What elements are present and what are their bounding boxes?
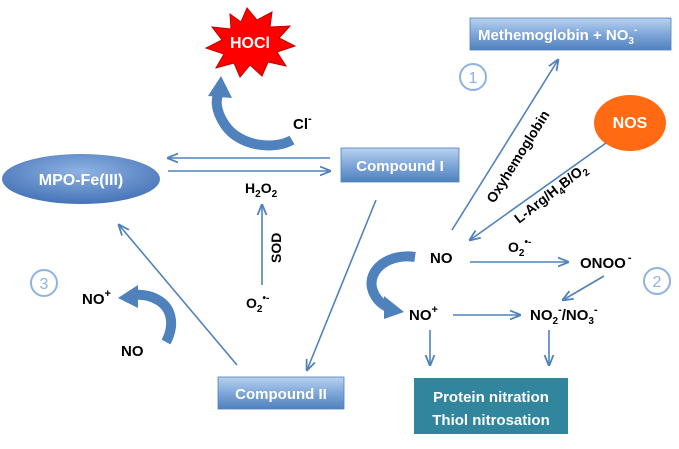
pathway-1-marker: 1 [459,63,487,91]
o2-left-sup: •- [262,293,269,304]
compound1-box: Compound I [340,147,460,183]
nos-label: NOS [613,115,648,132]
nos-node: NOS [594,95,666,151]
compound2-label: Compound II [235,386,327,403]
noplus-left-sup: + [105,288,111,300]
hocl-label: HOCl [230,35,270,52]
svg-text:H2O2: H2O2 [245,180,278,200]
onoo-label: ONOO [580,255,626,272]
compound2-box: Compound II [217,376,345,410]
methemoglobin-sub: 3 [628,36,634,47]
svg-text:O2•-: O2•- [246,293,269,315]
o2-left: O [246,295,257,311]
o2-right: O [508,239,519,255]
pathway-2-number: 2 [653,274,662,291]
arrow-cl-to-hocl [208,76,295,151]
h2o2-o: O [261,180,272,196]
arrow-no-to-methemoglobin [451,60,558,231]
arrow-nos-to-no [470,142,607,240]
larg-a: L-Arg/H [511,182,561,226]
methemoglobin-sup: - [634,25,637,36]
arrows [119,60,607,370]
svg-text:O2•-: O2•- [508,237,531,259]
cl-label: Cl [293,116,308,133]
mpo-label: MPO-Fe(III) [39,172,123,189]
cl-sup: - [308,113,312,125]
o2-right-sup: •- [524,237,531,248]
arrow-compound2-to-mpo [119,225,238,366]
pathway-1-number: 1 [469,70,478,87]
no3-label: /NO [562,307,589,324]
no-center-label: NO [430,250,453,267]
no-left-label: NO [121,343,144,360]
o2-right-sub: 2 [519,248,525,259]
mpo-node: MPO-Fe(III) [2,154,160,204]
larg-sub2: 2 [581,167,593,179]
hocl-node: HOCl [204,7,297,78]
no2-sub: 2 [553,316,559,327]
arrow-no-to-noplus-left [118,285,177,345]
no3-sup: - [594,304,598,316]
no2-label: NO [530,307,553,324]
methemoglobin-text: Methemoglobin + NO [478,27,629,44]
arrow-compound1-to-compound2 [307,199,377,370]
products-line2: Thiol nitrosation [432,412,550,429]
h2o2-sub1: 2 [255,189,261,200]
svg-text:L-Arg/H4B/O2: L-Arg/H4B/O2 [511,160,592,230]
o2-left-sub: 2 [257,304,263,315]
svg-text:Methemoglobin + NO3-: Methemoglobin + NO3- [478,25,637,47]
methemoglobin-box: Methemoglobin + NO3- [469,17,672,51]
sod-label: SOD [268,233,284,263]
no3-sub: 3 [588,316,594,327]
h2o2-sub2: 2 [272,189,278,200]
labels: Cl- H2O2 SOD O2•- Oxyhemoglobin L-Arg/H4… [82,107,632,360]
compound1-label: Compound I [356,158,443,175]
larg-sub1: 4 [557,186,569,198]
onoo-sup: - [628,252,632,264]
noplus-left-label: NO [82,291,105,308]
products-box: Protein nitration Thiol nitrosation [414,378,568,434]
svg-text:NO+: NO+ [82,288,111,308]
pathway-2-marker: 2 [643,267,671,295]
svg-text:ONOO-: ONOO- [580,252,632,272]
products-line1: Protein nitration [433,389,549,406]
arrow-no-to-noplus [366,251,416,319]
pathway-3-marker: 3 [30,269,58,297]
noplus-right-label: NO [409,307,432,324]
no2-sup: - [558,304,562,316]
svg-text:NO2-/NO3-: NO2-/NO3- [530,304,598,327]
svg-text:Cl-: Cl- [293,113,312,133]
noplus-right-sup: + [432,304,438,316]
h2o2-h: H [245,180,255,196]
svg-text:NO+: NO+ [409,304,438,324]
pathway-3-number: 3 [40,276,49,293]
arrow-onoo-to-no2 [563,275,605,300]
